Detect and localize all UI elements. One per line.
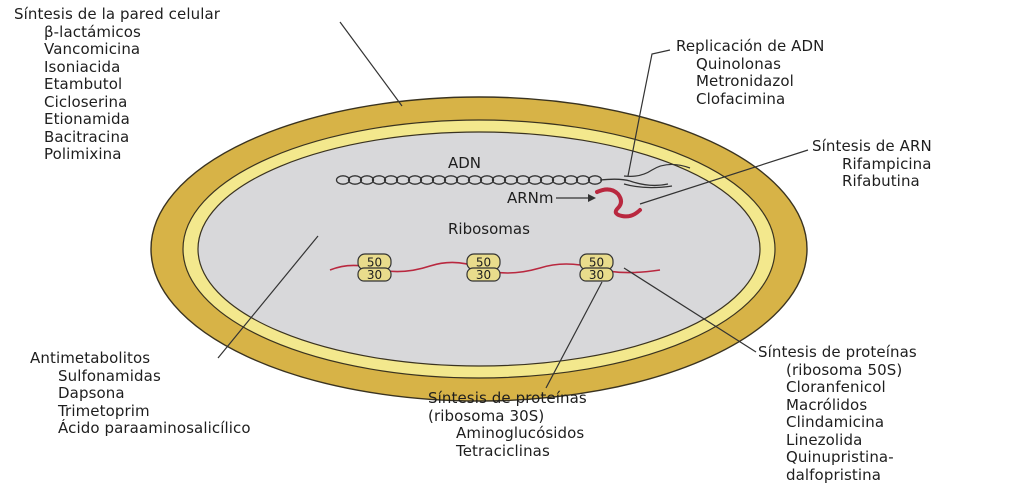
protein-50s-item: Macrólidos bbox=[758, 397, 917, 415]
protein-50s-block: Síntesis de proteínas (ribosoma 50S) Clo… bbox=[758, 344, 917, 484]
ribosome-3-small-label: 30 bbox=[589, 268, 604, 282]
ribosomas-label: Ribosomas bbox=[448, 220, 530, 238]
cell-wall-item: Etionamida bbox=[14, 111, 220, 129]
rna-synthesis-block: Síntesis de ARN Rifampicina Rifabutina bbox=[812, 138, 932, 191]
cell-wall-item: Vancomicina bbox=[14, 41, 220, 59]
dna-replication-heading: Replicación de ADN bbox=[676, 38, 825, 56]
dna-replication-item: Clofacimina bbox=[676, 91, 825, 109]
antimetabolites-item: Sulfonamidas bbox=[30, 368, 251, 386]
protein-30s-item: Aminoglucósidos bbox=[428, 425, 587, 443]
protein-50s-item: dalfopristina bbox=[758, 467, 917, 484]
ribosome-2: 50 30 bbox=[467, 254, 500, 282]
protein-50s-item: Linezolida bbox=[758, 432, 917, 450]
protein-50s-heading: Síntesis de proteínas bbox=[758, 344, 917, 362]
arnm-label: ARNm bbox=[507, 189, 554, 207]
dna-replication-item: Quinolonas bbox=[676, 56, 825, 74]
protein-50s-subheading: (ribosoma 50S) bbox=[758, 362, 917, 380]
rna-synthesis-heading: Síntesis de ARN bbox=[812, 138, 932, 156]
ribosome-1: 50 30 bbox=[358, 254, 391, 282]
ribosome-1-small-label: 30 bbox=[367, 268, 382, 282]
protein-50s-item: Clindamicina bbox=[758, 414, 917, 432]
cell-wall-item: Cicloserina bbox=[14, 94, 220, 112]
protein-30s-item: Tetraciclinas bbox=[428, 443, 587, 461]
cell-wall-item: Polimixina bbox=[14, 146, 220, 164]
antimetabolites-item: Ácido paraaminosalicílico bbox=[30, 420, 251, 438]
ribosome-3: 50 30 bbox=[580, 254, 613, 282]
antimetabolites-item: Trimetoprim bbox=[30, 403, 251, 421]
cell-wall-item: Bacitracina bbox=[14, 129, 220, 147]
dna-replication-block: Replicación de ADN Quinolonas Metronidaz… bbox=[676, 38, 825, 108]
antimetabolites-heading: Antimetabolitos bbox=[30, 350, 251, 368]
protein-30s-block: Síntesis de proteínas (ribosoma 30S) Ami… bbox=[428, 390, 587, 460]
cell-wall-block: Síntesis de la pared celular β-lactámico… bbox=[14, 6, 220, 164]
cell-wall-heading: Síntesis de la pared celular bbox=[14, 6, 220, 24]
ribosome-2-small-label: 30 bbox=[476, 268, 491, 282]
cell-wall-item: Etambutol bbox=[14, 76, 220, 94]
adn-label: ADN bbox=[448, 154, 481, 172]
rna-synthesis-item: Rifampicina bbox=[812, 156, 932, 174]
antimetabolites-block: Antimetabolitos Sulfonamidas Dapsona Tri… bbox=[30, 350, 251, 438]
protein-30s-heading: Síntesis de proteínas bbox=[428, 390, 587, 408]
protein-50s-item: Cloranfenicol bbox=[758, 379, 917, 397]
rna-synthesis-item: Rifabutina bbox=[812, 173, 932, 191]
protein-30s-subheading: (ribosoma 30S) bbox=[428, 408, 587, 426]
leader-cell-wall bbox=[340, 22, 402, 106]
cell-wall-item: Isoniacida bbox=[14, 59, 220, 77]
antimetabolites-item: Dapsona bbox=[30, 385, 251, 403]
cell-wall-item: β-lactámicos bbox=[14, 24, 220, 42]
protein-50s-item: Quinupristina- bbox=[758, 449, 917, 467]
dna-replication-item: Metronidazol bbox=[676, 73, 825, 91]
